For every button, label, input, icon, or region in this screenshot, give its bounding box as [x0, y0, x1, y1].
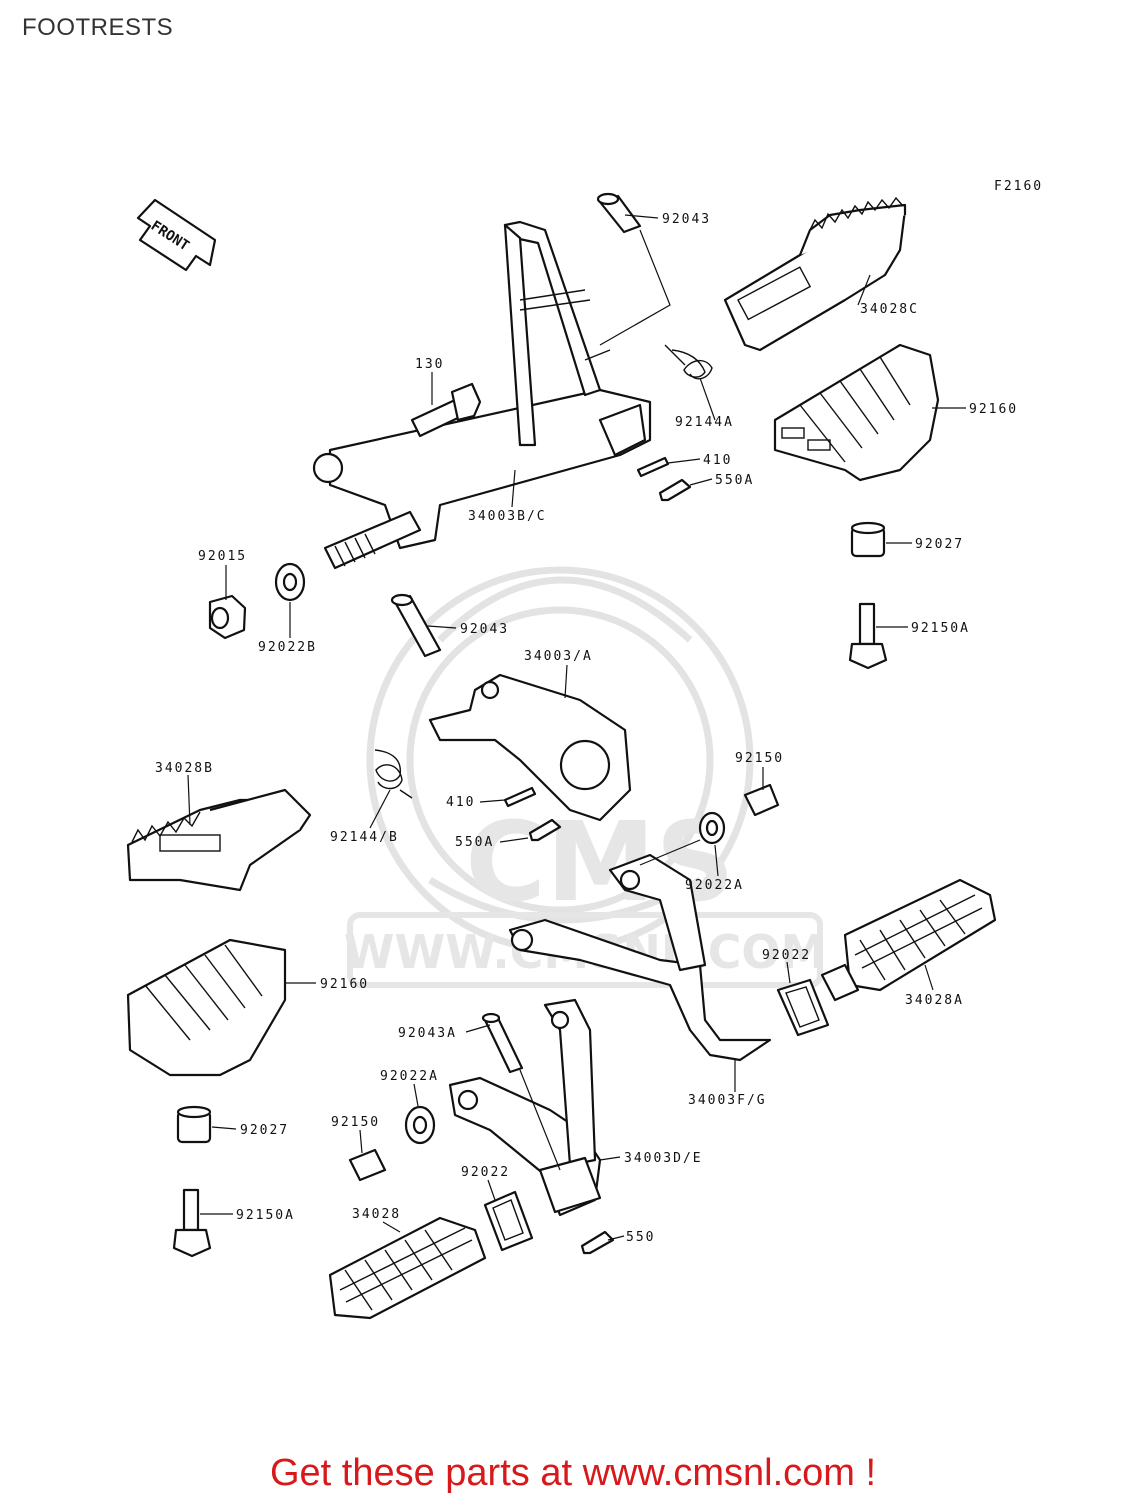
callout-550: 550	[626, 1230, 655, 1245]
callout-92022-lower: 92022	[461, 1165, 510, 1180]
part-92160-rubber-upper	[773, 343, 940, 482]
callout-410-middle: 410	[446, 795, 475, 810]
callout-34028: 34028	[352, 1207, 401, 1222]
callout-92027-upper: 92027	[915, 537, 964, 552]
part-34003bc-shaft	[323, 510, 422, 570]
part-92043-pin-middle	[390, 593, 442, 658]
part-92027-collar-lower	[176, 1105, 212, 1144]
callout-34003de: 34003D/E	[624, 1151, 703, 1166]
callout-92150-lower: 92150	[331, 1115, 380, 1130]
part-92043a-pin	[481, 1012, 524, 1074]
part-92144a-spring	[664, 344, 713, 380]
part-92150a-bolt-upper	[848, 602, 888, 670]
callout-92027-lower: 92027	[240, 1123, 289, 1138]
callout-34003fg: 34003F/G	[688, 1093, 767, 1108]
callout-92022a-middle: 92022A	[685, 878, 744, 893]
part-550a-middle	[528, 818, 562, 842]
callout-92043a: 92043A	[398, 1026, 457, 1041]
part-92150a-bolt-lower	[172, 1188, 212, 1258]
part-34003de-bracket	[448, 998, 602, 1217]
callout-92144b: 92144/B	[330, 830, 399, 845]
front-arrow-icon: FRONT	[136, 198, 217, 272]
part-34028b-footpeg	[126, 788, 312, 892]
part-92150-bolt-lower	[348, 1148, 387, 1182]
callout-550a-upper: 550A	[715, 473, 754, 488]
part-92022-rubber-lower	[483, 1190, 534, 1252]
part-92022a-washer-lower	[404, 1105, 436, 1145]
part-92022b-washer	[274, 562, 306, 602]
callout-92022-right: 92022	[762, 948, 811, 963]
part-410-upper	[636, 456, 670, 478]
part-34003fg-bracket	[508, 853, 772, 1062]
callout-410-upper: 410	[703, 453, 732, 468]
part-130-bolt	[410, 382, 482, 438]
callout-92144a: 92144A	[675, 415, 734, 430]
part-92144b-spring	[374, 749, 413, 799]
part-34028-footpeg	[328, 1216, 487, 1320]
part-34003a-bracket	[428, 673, 632, 822]
callout-92150-middle: 92150	[735, 751, 784, 766]
part-550a-upper	[658, 478, 692, 502]
callout-92150a-upper: 92150A	[911, 621, 970, 636]
callout-550a-middle: 550A	[455, 835, 494, 850]
part-410-middle	[503, 786, 537, 808]
leader-lines	[187, 214, 966, 1241]
part-550-clip	[580, 1230, 615, 1255]
part-92150-bolt-middle	[743, 783, 780, 817]
callout-92015: 92015	[198, 549, 247, 564]
part-92022-rubber-right	[776, 978, 830, 1037]
part-34003bc-pedal	[312, 220, 652, 550]
callout-labels: 92043 34028C 130 92144A 92160 410 550A 3…	[155, 212, 1018, 1245]
page-title: FOOTRESTS	[22, 14, 174, 41]
callout-34028b: 34028B	[155, 761, 214, 776]
callout-130: 130	[415, 357, 444, 372]
part-92043-pin-upper	[596, 192, 642, 234]
callout-34003bc: 34003B/C	[468, 509, 547, 524]
part-92027-collar-upper	[850, 521, 886, 558]
get-parts-link[interactable]: Get these parts at www.cmsnl.com !	[269, 1452, 877, 1494]
callout-92022b: 92022B	[258, 640, 317, 655]
figure-code: F2160	[994, 179, 1043, 194]
callout-92160-upper: 92160	[969, 402, 1018, 417]
callout-92150a-lower: 92150A	[236, 1208, 295, 1223]
callout-92043-upper: 92043	[662, 212, 711, 227]
part-34028c-footpeg	[723, 196, 907, 352]
callout-34003a: 34003/A	[524, 649, 593, 664]
callout-34028a: 34028A	[905, 993, 964, 1008]
callout-92043-middle: 92043	[460, 622, 509, 637]
part-34028a-footpeg	[820, 878, 997, 1002]
part-92015-nut	[208, 594, 247, 640]
callout-34028c: 34028C	[860, 302, 919, 317]
part-92022a-washer-middle	[698, 811, 726, 845]
callout-92022a-lower: 92022A	[380, 1069, 439, 1084]
callout-92160-lower: 92160	[320, 977, 369, 992]
part-92160-rubber-lower	[126, 938, 287, 1077]
